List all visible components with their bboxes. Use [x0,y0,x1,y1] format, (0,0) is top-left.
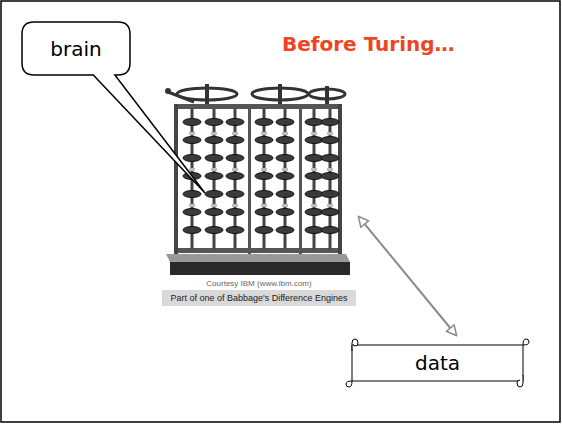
scroll-shape [346,339,529,387]
data-scroll: data [345,338,530,388]
callout-bubble: brain [22,22,130,75]
top-gears [177,84,345,104]
crank-handle [165,88,194,102]
engine-base [166,254,350,275]
digit-columns [183,109,339,249]
engine-picture: Courtesy IBM (www.ibm.com)Part of one of… [162,72,356,306]
callout-text: brain [50,37,101,61]
engine-frame [174,104,342,254]
double-arrow [359,217,456,335]
scroll-text: data [415,351,460,375]
image-caption: Part of one of Babbage's Difference Engi… [162,290,356,306]
slide-title: Before Turing… [282,32,455,56]
image-credit: Courtesy IBM (www.ibm.com) [162,278,356,290]
callout-shape [22,22,205,193]
